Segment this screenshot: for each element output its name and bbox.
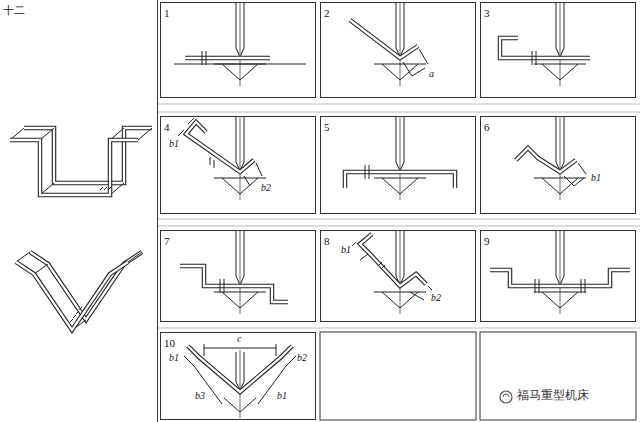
step-cell: 2 (320, 2, 476, 98)
step-cell: 10 (160, 332, 316, 420)
step-number: 10 (161, 336, 178, 350)
dimension-label: b1 (276, 390, 288, 401)
step-cell: 9 (480, 230, 636, 322)
dimension-label: a (428, 68, 435, 79)
step-number: 7 (161, 234, 173, 248)
step-cell: 6 (480, 116, 636, 214)
dimension-label: b1 (590, 172, 602, 183)
step-cell: 3 (480, 2, 636, 98)
dimension-label: b2 (260, 182, 272, 193)
section-number: 十二 (0, 4, 28, 18)
step-number: 3 (481, 6, 493, 20)
dimension-label: b3 (194, 390, 206, 401)
step-cell: 1 (160, 2, 316, 98)
dimension-label: b1 (168, 138, 180, 149)
dimension-label: c (236, 333, 242, 344)
step-number: 6 (481, 120, 493, 134)
step-cell: 5 (320, 116, 476, 214)
step-number: 4 (161, 120, 173, 134)
header-column: 十二 (0, 0, 158, 422)
dimension-label: b1 (168, 352, 180, 363)
step-cell: 7 (160, 230, 316, 322)
dimension-label: b2 (296, 352, 308, 363)
step-number: 1 (161, 6, 173, 20)
step-number: 9 (481, 234, 493, 248)
watermark: 福马重型机床 (516, 389, 590, 402)
step-number: 8 (321, 234, 333, 248)
step-cell: 4 (160, 116, 316, 214)
dimension-label: b1 (340, 244, 352, 255)
step-number: 2 (321, 6, 333, 20)
dimension-label: b2 (430, 292, 442, 303)
step-number: 5 (321, 120, 333, 134)
